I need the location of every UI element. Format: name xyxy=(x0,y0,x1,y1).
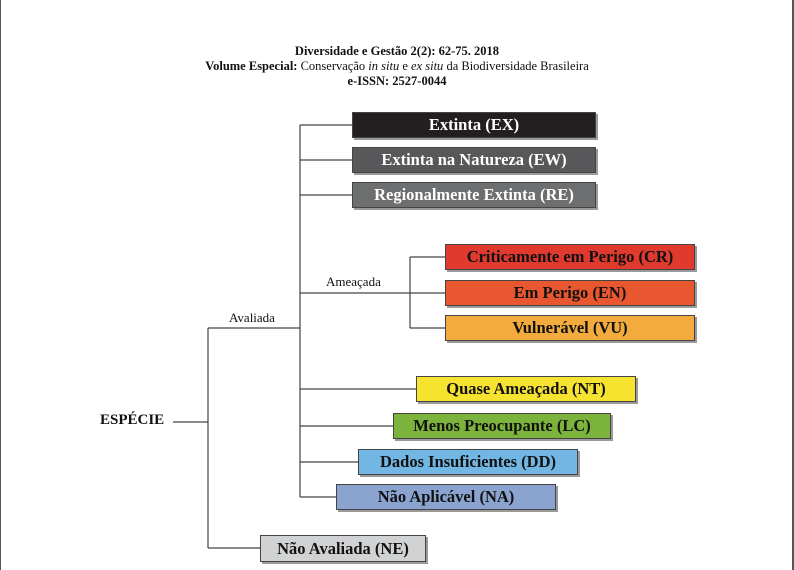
page-edge-right xyxy=(792,0,794,570)
category-box-ew: Extinta na Natureza (EW) xyxy=(352,147,596,173)
category-box-cr: Criticamente em Perigo (CR) xyxy=(445,244,695,270)
category-box-dd: Dados Insuficientes (DD) xyxy=(358,449,578,475)
volume-text-a: Conservação xyxy=(297,59,369,73)
evaluated-label: Avaliada xyxy=(229,310,275,325)
root-species-label: ESPÉCIE xyxy=(100,412,165,428)
volume-text-b: e xyxy=(399,59,412,73)
volume-ex-situ: ex situ xyxy=(411,59,444,73)
category-box-vu: Vulnerável (VU) xyxy=(445,315,695,341)
category-box-re: Regionalmente Extinta (RE) xyxy=(352,182,596,208)
journal-volume-line: Volume Especial: Conservação in situ e e… xyxy=(0,59,794,74)
category-box-na: Não Aplicável (NA) xyxy=(336,484,556,510)
threatened-label: Ameaçada xyxy=(326,274,381,289)
category-box-lc: Menos Preocupante (LC) xyxy=(393,413,611,439)
category-box-nt: Quase Ameaçada (NT) xyxy=(416,376,636,402)
volume-text-c: da Biodiversidade Brasileira xyxy=(443,59,589,73)
category-box-ne: Não Avaliada (NE) xyxy=(260,535,426,562)
volume-prefix: Volume Especial: xyxy=(205,59,298,73)
category-box-en: Em Perigo (EN) xyxy=(445,280,695,306)
journal-issn: e-ISSN: 2527-0044 xyxy=(347,74,447,88)
category-box-ex: Extinta (EX) xyxy=(352,112,596,138)
volume-in-situ: in situ xyxy=(368,59,400,73)
page-edge-left xyxy=(0,0,1,570)
journal-citation: Diversidade e Gestão 2(2): 62-75. 2018 xyxy=(294,44,500,58)
journal-header: Diversidade e Gestão 2(2): 62-75. 2018 V… xyxy=(0,44,794,89)
